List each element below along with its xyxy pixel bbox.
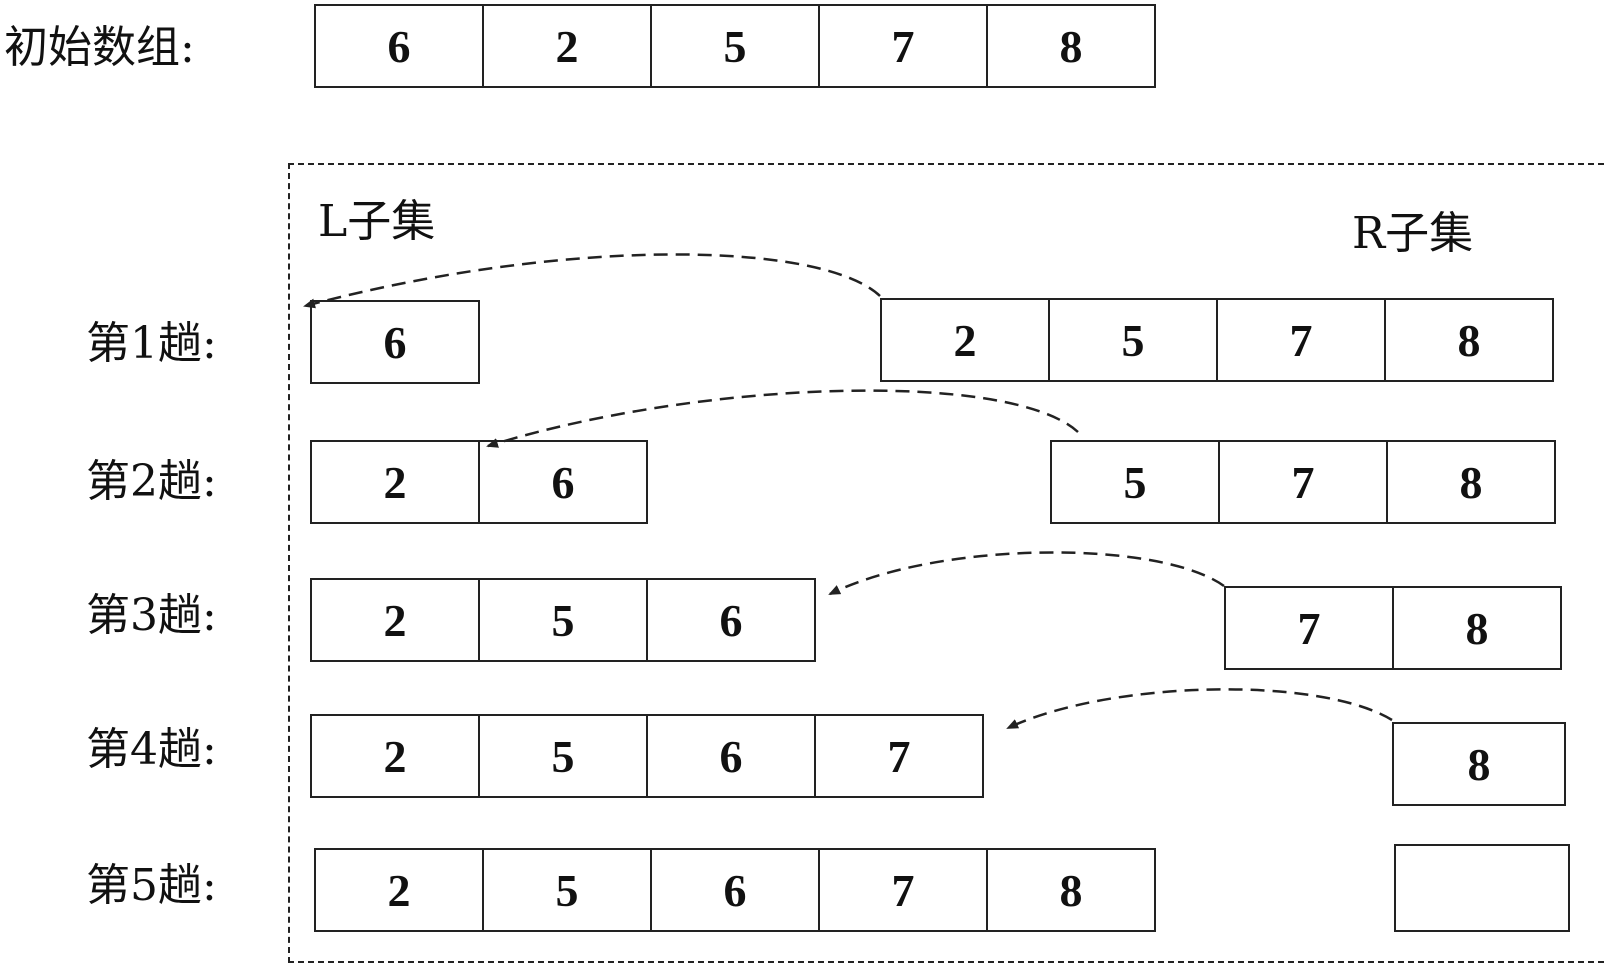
pass-4-left-subset: 2 5 6 7 (310, 714, 984, 798)
pass-1-right-cell: 5 (1048, 298, 1218, 382)
pass-2-right-cell: 7 (1218, 440, 1388, 524)
initial-cell-5: 8 (986, 4, 1156, 88)
pass-1-right-cell: 7 (1216, 298, 1386, 382)
pass-2-left-cell: 2 (310, 440, 480, 524)
pass-2-left-cell: 6 (478, 440, 648, 524)
pass-3-right-cell: 7 (1224, 586, 1394, 670)
pass-2-left-subset: 2 6 (310, 440, 648, 524)
initial-cell-4: 7 (818, 4, 988, 88)
pass-1-label: 第1趟: (86, 318, 217, 369)
initial-array: 6 2 5 7 8 (314, 4, 1156, 88)
pass-4-left-cell: 6 (646, 714, 816, 798)
pass-5-left-cell: 2 (314, 848, 484, 932)
pass-2-right-cell: 5 (1050, 440, 1220, 524)
pass-5-left-cell: 8 (986, 848, 1156, 932)
pass-4-left-cell: 5 (478, 714, 648, 798)
pass-5-left-cell: 7 (818, 848, 988, 932)
initial-cell-1: 6 (314, 4, 484, 88)
pass-4-label: 第4趟: (86, 724, 217, 775)
pass-3-left-cell: 2 (310, 578, 480, 662)
initial-cell-2: 2 (482, 4, 652, 88)
pass-1-left-subset: 6 (310, 300, 480, 384)
pass-3-right-cell: 8 (1392, 586, 1562, 670)
pass-4-right-cell: 8 (1392, 722, 1566, 806)
pass-1-right-cell: 2 (880, 298, 1050, 382)
left-subset-label: L子集 (318, 196, 436, 247)
pass-3-left-subset: 2 5 6 (310, 578, 816, 662)
pass-1-right-subset: 2 5 7 8 (880, 298, 1554, 382)
pass-5-label: 第5趟: (86, 860, 217, 911)
right-subset-label: R子集 (1352, 208, 1474, 259)
pass-3-right-subset: 7 8 (1224, 586, 1562, 670)
pass-3-label: 第3趟: (86, 590, 217, 641)
pass-5-left-subset: 2 5 6 7 8 (314, 848, 1156, 932)
pass-4-left-cell: 7 (814, 714, 984, 798)
initial-array-label: 初始数组: (4, 22, 195, 73)
pass-3-left-cell: 5 (478, 578, 648, 662)
pass-3-left-cell: 6 (646, 578, 816, 662)
pass-5-left-cell: 6 (650, 848, 820, 932)
pass-5-right-subset (1394, 844, 1570, 932)
pass-2-label: 第2趟: (86, 456, 217, 507)
pass-2-right-subset: 5 7 8 (1050, 440, 1556, 524)
passes-frame (288, 163, 1604, 963)
pass-4-left-cell: 2 (310, 714, 480, 798)
pass-5-left-cell: 5 (482, 848, 652, 932)
pass-5-right-empty-cell (1394, 844, 1570, 932)
pass-1-left-cell: 6 (310, 300, 480, 384)
pass-2-right-cell: 8 (1386, 440, 1556, 524)
pass-4-right-subset: 8 (1392, 722, 1566, 806)
pass-1-right-cell: 8 (1384, 298, 1554, 382)
initial-cell-3: 5 (650, 4, 820, 88)
